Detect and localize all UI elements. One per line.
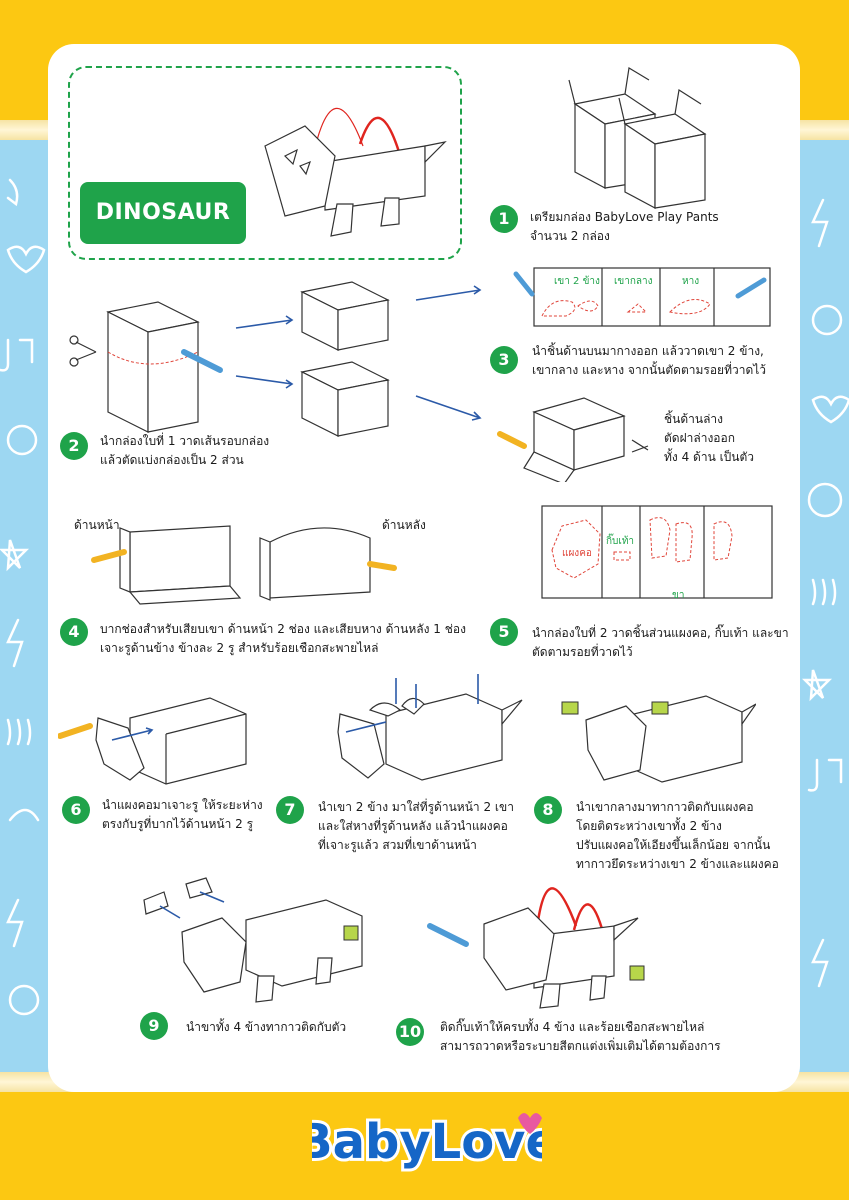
babylove-logo: BabyLove xyxy=(293,1104,561,1176)
label-frill: แผงคอ xyxy=(562,548,592,559)
label-horn2: เขา 2 ข้าง xyxy=(554,276,600,287)
step-1-badge: 1 xyxy=(490,205,518,233)
hero-dinosaur-illustration xyxy=(264,107,447,237)
step-2-text: นำกล่องใบที่ 1 วาดเส้นรอบกล่องแล้วตัดแบ่… xyxy=(100,434,270,467)
step1-boxes-illustration xyxy=(568,67,707,209)
step-6-badge: 6 xyxy=(62,796,90,824)
label-shoe-clip: กิ๊บเท้า xyxy=(606,536,635,547)
step-4-text: บากช่องสำหรับเสียบเขา ด้านหน้า 2 ช่อง แล… xyxy=(100,622,466,655)
step-6-text: นำแผงคอมาเจาะรู ให้ระยะห่างตรงกับรูที่บา… xyxy=(102,798,263,831)
step-3b-text: ชิ้นด้านล่างตัดฝาล่างออกทั้ง 4 ด้าน เป็น… xyxy=(664,412,755,464)
step10-illustration xyxy=(427,887,645,1009)
step-3-badge: 3 xyxy=(490,346,518,374)
step-2-badge: 2 xyxy=(60,432,88,460)
step-3-text: นำชิ้นด้านบนมากางออก แล้ววาดเขา 2 ข้าง,เ… xyxy=(532,344,767,377)
step-10-badge: 10 xyxy=(396,1018,424,1046)
label-front: ด้านหน้า xyxy=(74,518,120,532)
title-badge: DINOSAUR xyxy=(80,182,246,244)
step-5-badge: 5 xyxy=(490,618,518,646)
logo-text: BabyLove xyxy=(312,1114,542,1170)
step-4-badge: 4 xyxy=(60,618,88,646)
label-horn-mid: เขากลาง xyxy=(614,276,653,287)
label-tail: หาง xyxy=(682,276,700,287)
step-7-badge: 7 xyxy=(276,796,304,824)
step-5-text: นำกล่องใบที่ 2 วาดชิ้นส่วนแผงคอ, กิ๊บเท้… xyxy=(532,626,789,659)
right-doodles xyxy=(801,198,849,988)
step-8-badge: 8 xyxy=(534,796,562,824)
step2-cut-box-illustration xyxy=(69,281,482,437)
step6-illustration xyxy=(58,697,247,785)
step-9-badge: 9 xyxy=(140,1012,168,1040)
step-7-text: นำเขา 2 ข้าง มาใส่ที่รูด้านหน้า 2 เขาและ… xyxy=(318,800,514,852)
step-10-text: ติดกิ๊บเท้าให้ครบทั้ง 4 ข้าง และร้อยเชือ… xyxy=(440,1020,721,1053)
label-back: ด้านหลัง xyxy=(382,518,426,532)
step5-pattern-illustration xyxy=(541,505,773,599)
step3-pattern-illustration xyxy=(513,267,771,327)
label-leg: ขา xyxy=(672,590,685,601)
right-decor-band xyxy=(793,120,849,1080)
step3b-tray-illustration xyxy=(497,397,649,482)
step8-illustration xyxy=(561,695,756,783)
step-9-text: นำขาทั้ง 4 ข้างทากาวติดกับตัว xyxy=(186,1020,347,1034)
step7-illustration xyxy=(337,674,523,781)
step4-tray-illustration xyxy=(91,525,397,605)
left-doodles xyxy=(0,178,46,1016)
hero-frame xyxy=(68,66,462,260)
step-8-text: นำเขากลางมาทากาวติดกับแผงคอโดยติดระหว่าง… xyxy=(576,800,779,871)
step9-illustration xyxy=(143,877,363,1003)
